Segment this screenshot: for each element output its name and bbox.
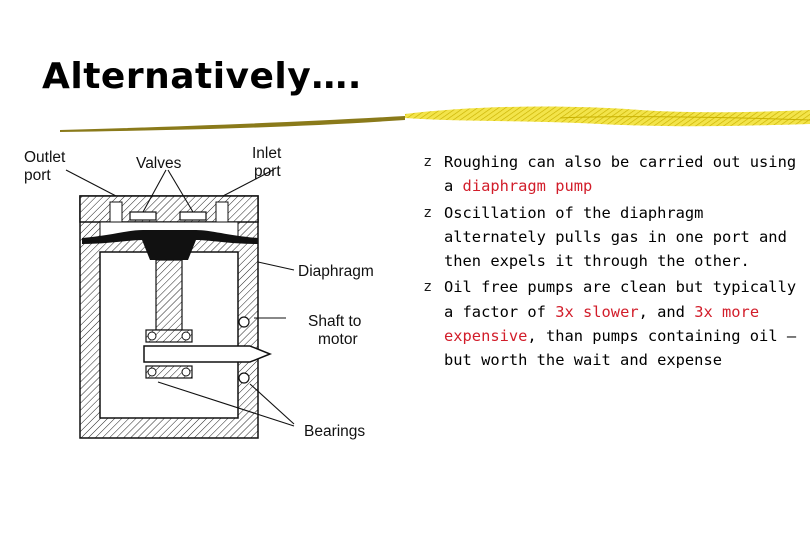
outlet-port-opening — [109, 201, 123, 223]
label-outlet-port-2: port — [24, 167, 51, 184]
inlet-port-opening — [215, 201, 229, 223]
bullet-marker: z — [424, 279, 432, 296]
bullet-item: z Roughing can also be carried out using… — [424, 150, 804, 199]
title-underline — [60, 106, 810, 132]
slide-title: Alternatively…. — [42, 56, 362, 97]
highlight-3x-slower: 3x slower — [555, 302, 639, 321]
label-shaft: Shaft to — [308, 313, 361, 330]
bullet-marker: z — [424, 204, 432, 221]
motor-shaft — [143, 345, 273, 363]
highlight-3x-more-expensive: 3x more expensive — [444, 302, 760, 346]
bullet-marker: z — [424, 154, 432, 170]
bullet-item: z Oscillation of the diaphragm alternate… — [424, 201, 804, 274]
diaphragm — [82, 230, 258, 244]
label-valves: Valves — [136, 155, 182, 172]
label-inlet-port: Inlet — [252, 145, 282, 162]
bullet-list: z Roughing can also be carried out using… — [424, 150, 804, 375]
upper-bearing — [145, 329, 193, 343]
label-diaphragm: Diaphragm — [298, 263, 374, 280]
lower-bearing — [145, 365, 193, 379]
label-outlet-port: Outlet — [24, 149, 66, 166]
label-shaft-2: motor — [318, 331, 358, 348]
diaphragm-plate — [142, 240, 196, 260]
outlet-valve — [129, 211, 157, 221]
label-inlet-port-2: port — [254, 163, 281, 180]
pump-head — [79, 195, 259, 223]
highlight-diaphragm-pump: diaphragm pump — [462, 177, 593, 196]
connecting-rod — [155, 259, 183, 331]
inlet-valve — [179, 211, 207, 221]
diaphragm-pump-diagram: Outlet port Valves Inlet port Diaphragm … — [24, 145, 374, 440]
label-bearings: Bearings — [304, 423, 365, 440]
bullet-item: z Oil free pumps are clean but typically… — [424, 275, 804, 372]
